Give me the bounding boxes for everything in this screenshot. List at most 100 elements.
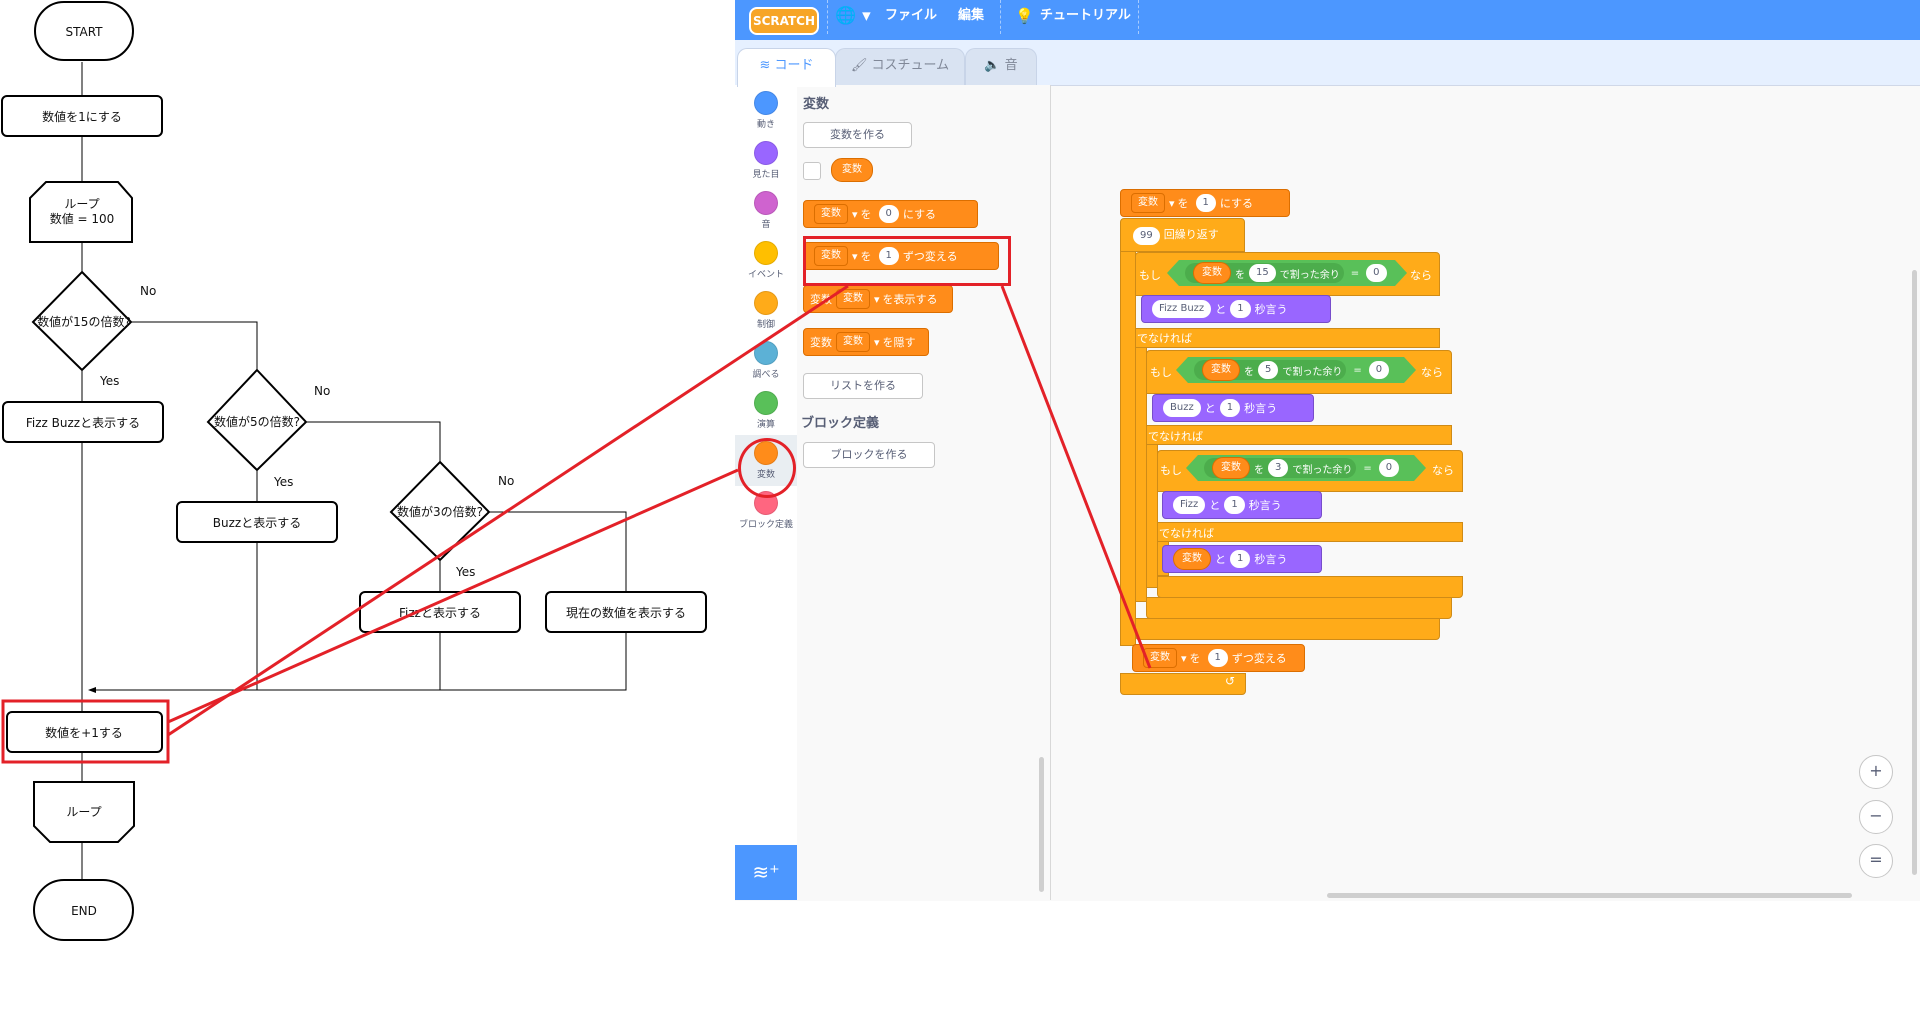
scratch-logo[interactable]: SCRATCH xyxy=(749,7,819,35)
flowchart-say-fizz: Fizzと表示する xyxy=(359,591,521,633)
code-icon: ≋ xyxy=(759,58,771,73)
menu-edit[interactable]: 編集 xyxy=(958,8,985,23)
highlight-increment xyxy=(1,699,170,764)
zoom-in-icon: + xyxy=(1869,761,1883,780)
make-block-button[interactable]: ブロックを作る xyxy=(803,442,935,468)
extension-icon: ≋⁺ xyxy=(752,860,780,884)
else-3-arm xyxy=(1157,522,1463,542)
add-extension-button[interactable]: ≋⁺ xyxy=(735,845,797,900)
script-change-block[interactable]: 変数▾ を 1 ずつ変える xyxy=(1132,644,1305,672)
script-set-block[interactable]: 変数▾ を 1 にする xyxy=(1120,189,1290,217)
flowchart-init-step: 数値を1にする xyxy=(1,95,163,137)
flowchart: START 数値を1にする ループ 数値 = 100 数値が15の倍数? No … xyxy=(1,1,707,941)
svg-text:Yes: Yes xyxy=(273,475,293,489)
tab-costumes[interactable]: 🖌 コスチューム xyxy=(835,48,965,85)
category-sound[interactable]: 音 xyxy=(735,191,797,230)
flowchart-decision-15: 数値が15の倍数? No Yes xyxy=(31,270,156,388)
make-list-button[interactable]: リストを作る xyxy=(803,373,923,399)
variable-checkbox[interactable] xyxy=(803,162,821,180)
flowchart-say-fizzbuzz: Fizz Buzzと表示する xyxy=(2,401,164,443)
editor-tabs: ≋ コード 🖌 コスチューム 🔈 音 xyxy=(735,40,1920,87)
flowchart-loop-end: ループ xyxy=(33,781,135,843)
sound-dot-icon xyxy=(754,191,778,215)
svg-text:START: START xyxy=(65,25,103,39)
scratch-editor: SCRATCH 🌐 ▾ ファイル 編集 💡 チュートリアル ≋ コード 🖌 コス… xyxy=(735,0,1920,901)
control-dot-icon xyxy=(754,291,778,315)
svg-text:Yes: Yes xyxy=(99,374,119,388)
lightbulb-icon: 💡 xyxy=(1015,7,1034,25)
zoom-reset-button[interactable]: = xyxy=(1859,844,1893,878)
flowchart-decision-5: 数値が5の倍数? No Yes xyxy=(206,368,330,489)
operators-dot-icon xyxy=(754,391,778,415)
category-operators[interactable]: 演算 xyxy=(735,391,797,430)
events-dot-icon xyxy=(754,241,778,265)
zoom-out-button[interactable]: − xyxy=(1859,800,1893,834)
palette-scrollbar[interactable] xyxy=(1039,757,1044,892)
block-palette: 変数 変数を作る 変数 変数▾ を 0 にする 変数▾ を 1 ずつ変える 変数… xyxy=(797,85,1051,900)
category-looks[interactable]: 見た目 xyxy=(735,141,797,180)
annotation-line-increment-to-variables xyxy=(167,468,739,724)
svg-text:数値が3の倍数?: 数値が3の倍数? xyxy=(397,504,483,519)
else-15-arm xyxy=(1135,328,1440,348)
svg-text:数値 = 100: 数値 = 100 xyxy=(50,211,115,226)
menu-tutorials[interactable]: チュートリアル xyxy=(1040,8,1131,23)
flowchart-say-buzz: Buzzと表示する xyxy=(176,501,338,543)
zoom-out-icon: − xyxy=(1869,806,1883,825)
flowchart-loop-start: ループ 数値 = 100 xyxy=(29,181,133,243)
svg-text:Fizz Buzzと表示する: Fizz Buzzと表示する xyxy=(26,416,140,430)
svg-text:数値が5の倍数?: 数値が5の倍数? xyxy=(214,414,300,429)
tab-code[interactable]: ≋ コード xyxy=(737,48,836,87)
hide-variable-block[interactable]: 変数 変数▾ を隠す xyxy=(803,328,929,356)
set-variable-block[interactable]: 変数▾ を 0 にする xyxy=(803,200,978,228)
else-5-arm xyxy=(1146,425,1452,445)
tab-sounds[interactable]: 🔈 音 xyxy=(965,48,1037,85)
flowchart-say-number: 現在の数値を表示する xyxy=(545,591,707,633)
speaker-icon: 🔈 xyxy=(984,58,1001,73)
svg-text:数値を+1する: 数値を+1する xyxy=(45,725,123,740)
repeat-arrow-icon: ↺ xyxy=(1225,674,1236,688)
palette-title-my-blocks: ブロック定義 xyxy=(801,416,880,431)
svg-text:数値が15の倍数?: 数値が15の倍数? xyxy=(37,314,131,329)
highlight-change-block xyxy=(803,236,1011,286)
highlight-variables-category xyxy=(738,438,796,498)
flowchart-start: START xyxy=(34,1,134,61)
annotation-line-increment-to-change-block xyxy=(167,284,849,737)
svg-text:Yes: Yes xyxy=(455,565,475,579)
make-variable-button[interactable]: 変数を作る xyxy=(803,122,912,148)
workspace-vertical-scrollbar[interactable] xyxy=(1912,270,1917,875)
category-motion[interactable]: 動き xyxy=(735,91,797,130)
flowchart-end: END xyxy=(33,879,134,941)
category-events[interactable]: イベント xyxy=(735,241,797,280)
zoom-reset-icon: = xyxy=(1869,850,1883,869)
annotation-line-change-block-to-script xyxy=(1000,285,1152,669)
zoom-in-button[interactable]: + xyxy=(1859,755,1893,789)
palette-title-variables: 変数 xyxy=(803,97,830,112)
svg-text:No: No xyxy=(314,384,330,398)
workspace-horizontal-scrollbar[interactable] xyxy=(1327,893,1852,898)
menu-bar: SCRATCH 🌐 ▾ ファイル 編集 💡 チュートリアル xyxy=(735,0,1920,40)
variable-reporter[interactable]: 変数 xyxy=(831,158,873,182)
menu-file[interactable]: ファイル xyxy=(885,8,938,23)
svg-text:数値を1にする: 数値を1にする xyxy=(42,109,122,124)
svg-text:ループ: ループ xyxy=(64,197,99,211)
brush-icon: 🖌 xyxy=(850,58,868,73)
motion-dot-icon xyxy=(754,91,778,115)
svg-text:No: No xyxy=(498,474,514,488)
flowchart-connectors xyxy=(81,62,627,880)
flowchart-increment: 数値を+1する xyxy=(6,711,163,753)
flowchart-decision-3: 数値が3の倍数? No Yes xyxy=(389,460,514,579)
svg-text:END: END xyxy=(71,904,97,918)
category-control[interactable]: 制御 xyxy=(735,291,797,330)
svg-text:Buzzと表示する: Buzzと表示する xyxy=(213,516,301,530)
looks-dot-icon xyxy=(754,141,778,165)
language-globe-icon[interactable]: 🌐 ▾ xyxy=(835,6,871,26)
svg-text:現在の数値を表示する: 現在の数値を表示する xyxy=(566,605,686,620)
